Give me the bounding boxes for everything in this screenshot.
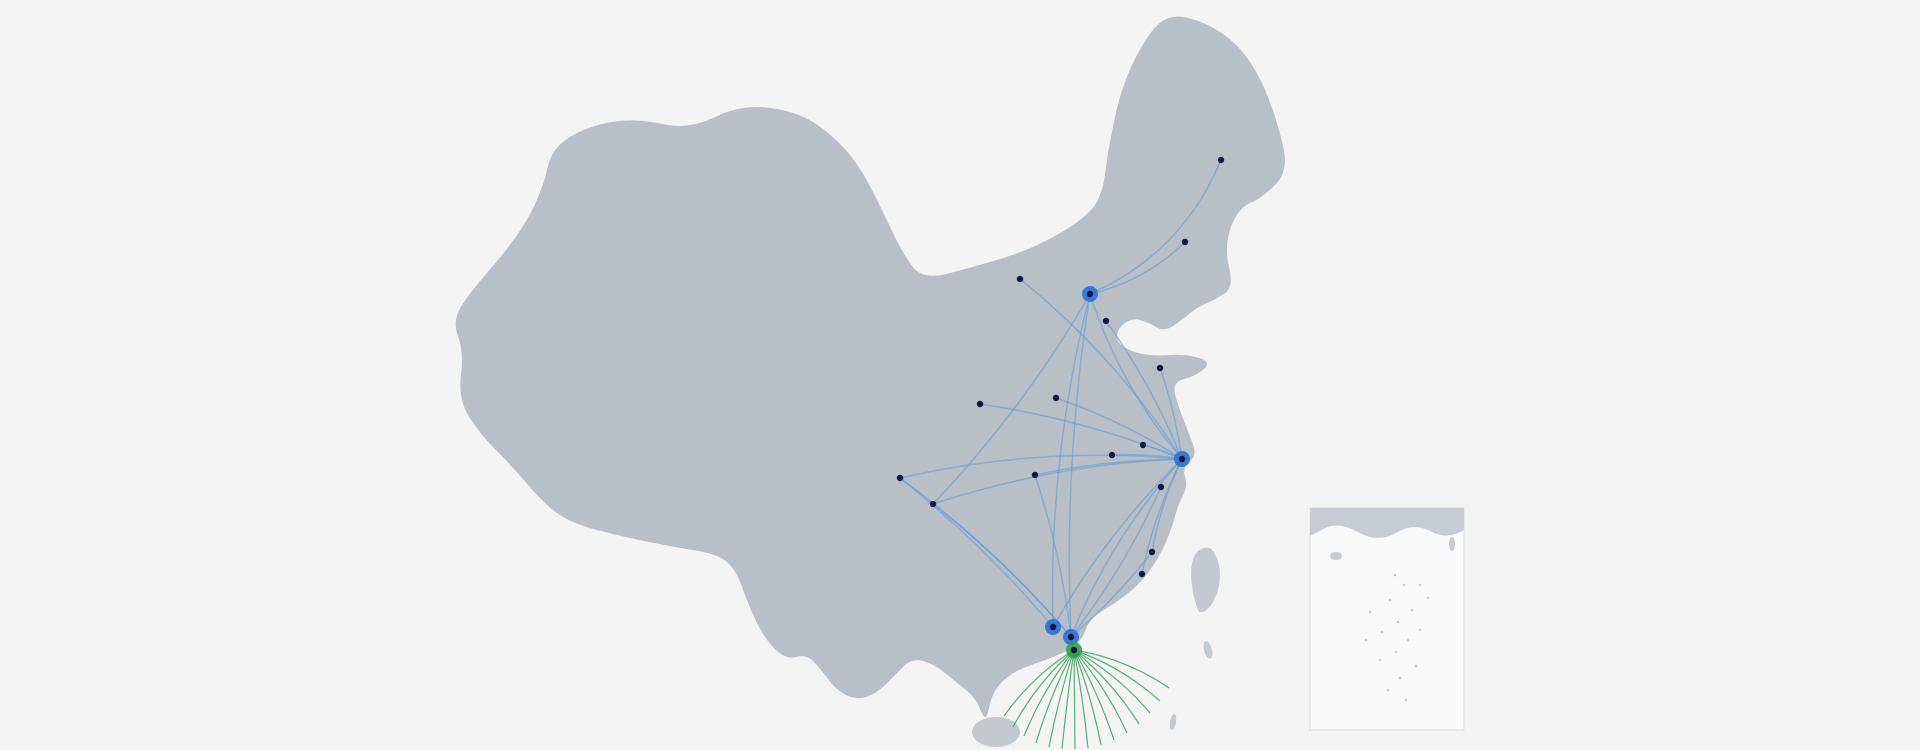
route-line-green: [1023, 649, 1075, 737]
inset-frame: [1309, 507, 1465, 731]
inset-taiwan: [1449, 537, 1455, 551]
route-line-green: [1048, 649, 1075, 748]
route-line-blue: [1055, 397, 1183, 460]
island-dot: [1364, 638, 1368, 642]
blue-routes-layer: [899, 159, 1222, 638]
route-line-green: [1073, 649, 1140, 725]
city-dot[interactable]: [1108, 451, 1116, 459]
route-line-green: [1073, 649, 1089, 749]
south-china-sea-inset: [1309, 507, 1465, 731]
island-dot: [1410, 608, 1414, 612]
green-routes-layer: [1003, 649, 1170, 750]
city-dot[interactable]: [929, 500, 937, 508]
route-line-green: [1073, 649, 1076, 750]
city-dot[interactable]: [1157, 483, 1165, 491]
city-dots-layer: [896, 156, 1225, 578]
city-dot[interactable]: [896, 474, 904, 482]
city-dot[interactable]: [1031, 471, 1039, 479]
island-dot: [1398, 676, 1402, 680]
city-dot[interactable]: [1102, 317, 1110, 325]
route-line-green: [1073, 649, 1151, 714]
hainan-island: [972, 717, 1020, 747]
city-dot[interactable]: [1016, 275, 1024, 283]
island-dot: [1388, 598, 1392, 602]
route-line-green: [1061, 649, 1075, 750]
route-line-green: [1073, 649, 1102, 746]
hub-core: [1049, 623, 1057, 631]
route-line-green: [1073, 649, 1115, 741]
island-dot: [1394, 650, 1398, 654]
hub-core: [1086, 290, 1094, 298]
hub-marker-green[interactable]: [1066, 642, 1082, 658]
hub-marker-blue[interactable]: [1174, 451, 1190, 467]
inset-islands-group: [1364, 573, 1430, 702]
island-dot: [1404, 698, 1408, 702]
island-dot: [1414, 664, 1418, 668]
island-dot: [1378, 658, 1382, 662]
route-line-blue: [1070, 551, 1153, 638]
china-mainland-shape: [455, 16, 1285, 717]
route-line-blue: [1034, 458, 1183, 476]
small-island-southeast: [1203, 641, 1213, 659]
city-dot[interactable]: [1148, 548, 1156, 556]
city-dot[interactable]: [976, 400, 984, 408]
hub-core: [1070, 646, 1078, 654]
hub-core: [1178, 455, 1186, 463]
route-line-blue: [1105, 320, 1183, 460]
island-dot: [1393, 573, 1397, 577]
city-dot[interactable]: [1139, 441, 1147, 449]
island-dot: [1380, 630, 1384, 634]
taiwan-island: [1191, 547, 1220, 613]
city-dot[interactable]: [1138, 570, 1146, 578]
route-line-blue: [1070, 486, 1162, 638]
island-dot: [1426, 596, 1430, 600]
island-dot: [1406, 638, 1410, 642]
inset-hainan: [1330, 552, 1342, 560]
island-dot: [1368, 610, 1372, 614]
city-dot[interactable]: [1217, 156, 1225, 164]
route-line-blue: [1070, 458, 1183, 638]
route-line-green: [1035, 649, 1075, 744]
city-dot[interactable]: [1156, 364, 1164, 372]
route-line-blue: [1089, 293, 1183, 460]
hub-marker-blue[interactable]: [1082, 286, 1098, 302]
route-line-blue: [932, 458, 1183, 505]
route-line-green: [1012, 649, 1075, 728]
hub-marker-blue[interactable]: [1063, 629, 1079, 645]
route-line-green: [1073, 649, 1161, 702]
route-line-green: [1003, 649, 1075, 717]
hub-core: [1067, 633, 1075, 641]
island-dot: [1418, 628, 1422, 632]
inset-coastline: [1310, 508, 1464, 538]
route-line-blue: [899, 477, 1054, 628]
route-line-blue: [1089, 159, 1222, 295]
route-line-blue: [1089, 241, 1186, 295]
route-line-blue: [932, 293, 1091, 505]
route-line-blue: [1034, 474, 1072, 638]
hub-marker-blue[interactable]: [1045, 619, 1061, 635]
route-line-green: [1073, 649, 1170, 689]
route-line-blue: [1051, 293, 1091, 628]
island-dot: [1386, 688, 1390, 692]
land-layer: [455, 16, 1285, 747]
route-line-blue: [1068, 293, 1091, 638]
city-dot[interactable]: [1181, 238, 1189, 246]
island-dot: [1418, 583, 1422, 587]
route-line-blue: [1019, 278, 1183, 460]
route-line-blue: [899, 454, 1183, 479]
city-dot[interactable]: [1052, 394, 1060, 402]
island-dot: [1396, 620, 1400, 624]
route-line-blue: [1159, 367, 1183, 460]
hub-markers-layer: [1045, 286, 1190, 658]
route-line-green: [1073, 649, 1128, 734]
island-dot: [1402, 583, 1406, 587]
small-island-south: [1169, 714, 1177, 730]
